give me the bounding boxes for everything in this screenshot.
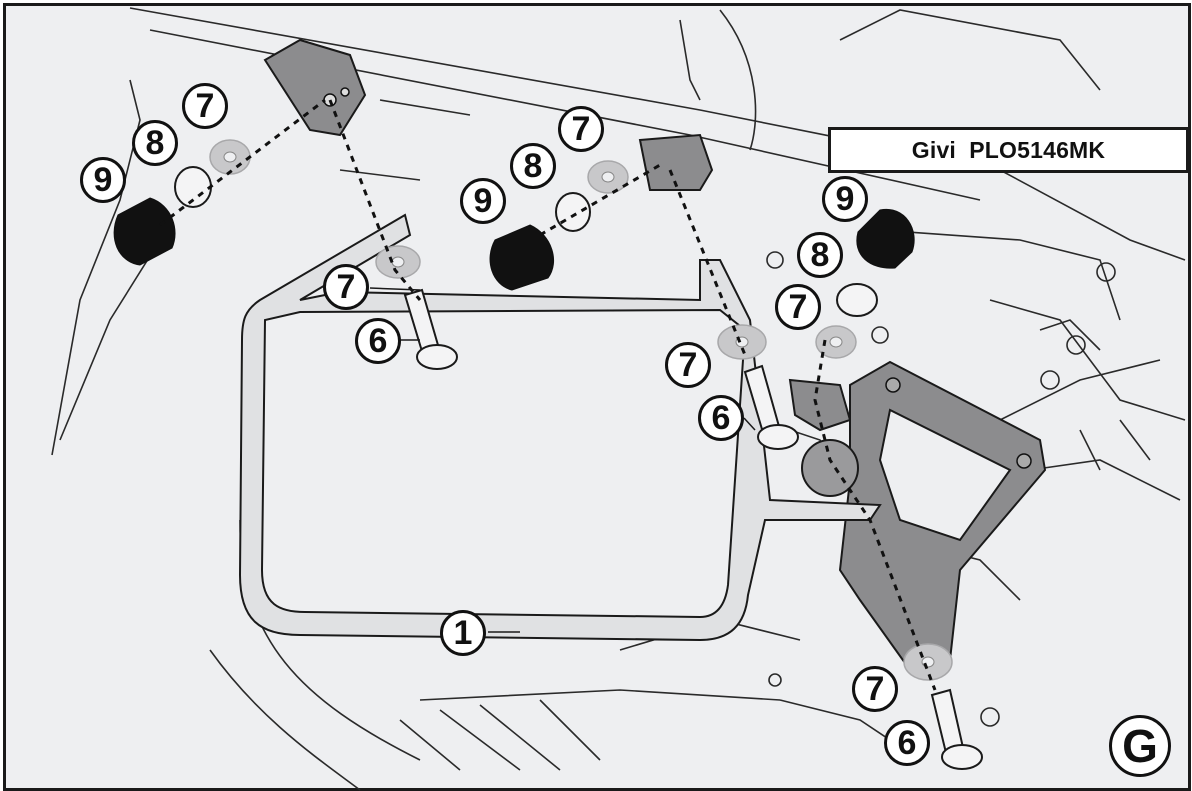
callout-1: 1 (440, 610, 486, 656)
callout-8: 8 (132, 120, 178, 166)
callout-7: 7 (558, 106, 604, 152)
screws (403, 288, 983, 770)
rubber-bumpers (113, 197, 915, 291)
step-marker: G (1109, 715, 1171, 777)
callout-6: 6 (698, 395, 744, 441)
mounting-plate-small (788, 378, 852, 432)
callout-6: 6 (884, 720, 930, 766)
callout-7: 7 (323, 264, 369, 310)
callout-7: 7 (182, 83, 228, 129)
mounting-plate-left (263, 38, 367, 137)
callout-8: 8 (510, 143, 556, 189)
callout-9: 9 (80, 157, 126, 203)
callout-9: 9 (822, 176, 868, 222)
callout-8: 8 (797, 232, 843, 278)
callout-7: 7 (852, 666, 898, 712)
mounting-plate-center (638, 133, 714, 191)
callout-9: 9 (460, 178, 506, 224)
side-frame-tube (238, 213, 882, 642)
callout-7: 7 (775, 284, 821, 330)
callout-7: 7 (665, 342, 711, 388)
model-label: Givi PLO5146MK (828, 127, 1189, 173)
callout-6: 6 (355, 318, 401, 364)
